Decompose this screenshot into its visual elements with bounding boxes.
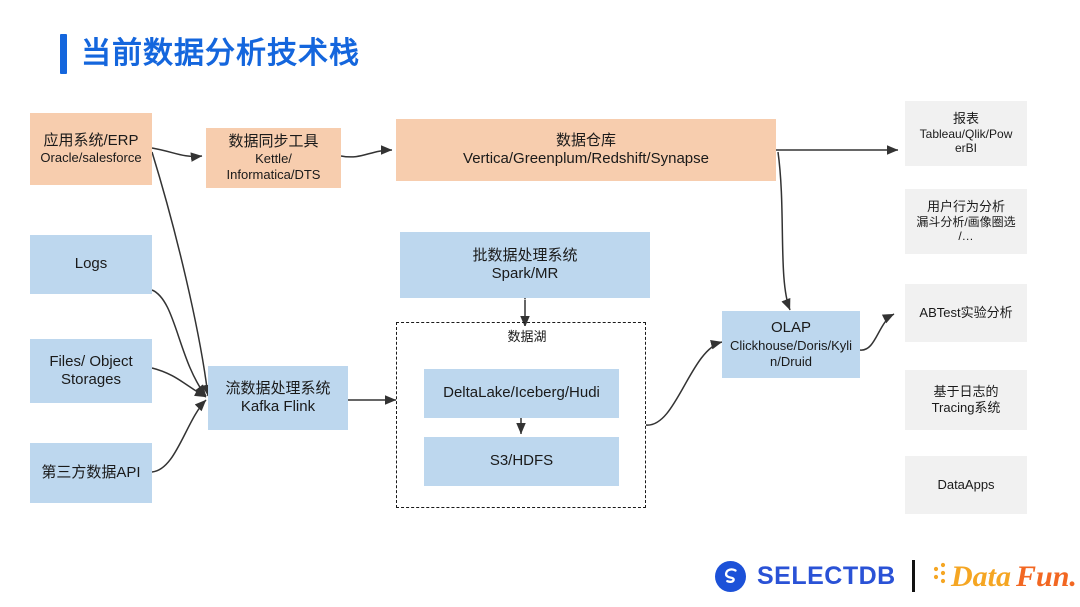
source-box-third-party-api[interactable]: 第三方数据API — [30, 443, 152, 503]
olap-line2: Clickhouse/Doris/Kyli — [729, 337, 853, 353]
app-box-reporting[interactable]: 报表 Tableau/Qlik/Pow erBI — [905, 101, 1027, 166]
olap-box[interactable]: OLAP Clickhouse/Doris/Kyli n/Druid — [722, 311, 860, 378]
stream-line2: Kafka Flink — [240, 398, 316, 415]
sync-tool-line3: Informatica/DTS — [226, 167, 321, 183]
stream-processing-box[interactable]: 流数据处理系统 Kafka Flink — [208, 366, 348, 430]
source-logs-line1: Logs — [74, 255, 108, 273]
page-title: 当前数据分析技术栈 — [60, 34, 360, 74]
app-4-line1: DataApps — [937, 477, 995, 493]
page-title-text: 当前数据分析技术栈 — [81, 37, 360, 70]
sync-tool-box[interactable]: 数据同步工具 Kettle/ Informatica/DTS — [206, 128, 341, 188]
title-accent-bar — [60, 34, 67, 74]
svg-text:Fun.: Fun. — [1015, 560, 1077, 593]
footer-divider — [911, 560, 915, 592]
source-files-line1: Files/ Object — [49, 352, 133, 370]
selectdb-wordmark: SELECTDB — [757, 561, 896, 590]
app-1-line2: 漏斗分析/画像圈选 — [916, 214, 1016, 229]
footer-logos: SELECTDB Data Fun. — [715, 558, 1080, 594]
app-box-user-behavior-analysis[interactable]: 用户行为分析 漏斗分析/画像圈选 /… — [905, 189, 1027, 254]
source-box-files[interactable]: Files/ Object Storages — [30, 339, 152, 403]
source-erp-line1: 应用系统/ERP — [43, 131, 139, 149]
app-0-line2: Tableau/Qlik/Pow — [919, 126, 1013, 141]
olap-line1: OLAP — [770, 319, 812, 337]
app-0-line1: 报表 — [952, 110, 979, 126]
app-3-line2: Tracing系统 — [931, 400, 1001, 415]
app-1-line3: /… — [958, 229, 974, 244]
source-box-logs[interactable]: Logs — [30, 235, 152, 294]
warehouse-line1: 数据仓库 — [555, 131, 616, 149]
source-files-line2: Storages — [60, 371, 122, 388]
app-box-tracing[interactable]: 基于日志的 Tracing系统 — [905, 370, 1027, 430]
stream-line1: 流数据处理系统 — [225, 379, 331, 397]
selectdb-mark-icon — [715, 560, 746, 592]
sync-tool-line2: Kettle/ — [255, 151, 292, 167]
warehouse-line2: Vertica/Greenplum/Redshift/Synapse — [463, 150, 709, 167]
data-lake-container — [396, 322, 646, 508]
lake-storage-box[interactable]: S3/HDFS — [424, 437, 619, 486]
data-lake-label: 数据湖 — [486, 326, 568, 345]
batch-line2: Spark/MR — [491, 265, 559, 282]
lake-item-0-line1: DeltaLake/Iceberg/Hudi — [443, 384, 600, 402]
app-0-line3: erBI — [954, 141, 977, 156]
data-warehouse-box[interactable]: 数据仓库 Vertica/Greenplum/Redshift/Synapse — [396, 119, 776, 181]
datafun-logo: Data Fun. — [931, 558, 1080, 594]
source-erp-line2: Oracle/salesforce — [40, 150, 142, 166]
batch-line1: 批数据处理系统 — [472, 246, 578, 264]
source-box-erp[interactable]: 应用系统/ERP Oracle/salesforce — [30, 113, 152, 185]
batch-processing-box[interactable]: 批数据处理系统 Spark/MR — [400, 232, 650, 298]
app-3-line1: 基于日志的 — [933, 384, 999, 400]
datafun-wordmark-icon: Data Fun. — [933, 560, 1077, 593]
selectdb-logo: SELECTDB — [715, 560, 896, 592]
sync-tool-line1: 数据同步工具 — [228, 132, 319, 150]
source-api-line1: 第三方数据API — [41, 463, 141, 481]
app-box-abtest[interactable]: ABTest实验分析 — [905, 284, 1027, 342]
app-2-line1: ABTest实验分析 — [919, 305, 1013, 321]
app-1-line1: 用户行为分析 — [926, 198, 1005, 214]
svg-text:Data: Data — [950, 560, 1011, 593]
app-box-dataapps[interactable]: DataApps — [905, 456, 1027, 514]
lake-table-format-box[interactable]: DeltaLake/Iceberg/Hudi — [424, 369, 619, 418]
lake-item-1-line1: S3/HDFS — [489, 452, 554, 470]
olap-line3: n/Druid — [770, 353, 812, 369]
